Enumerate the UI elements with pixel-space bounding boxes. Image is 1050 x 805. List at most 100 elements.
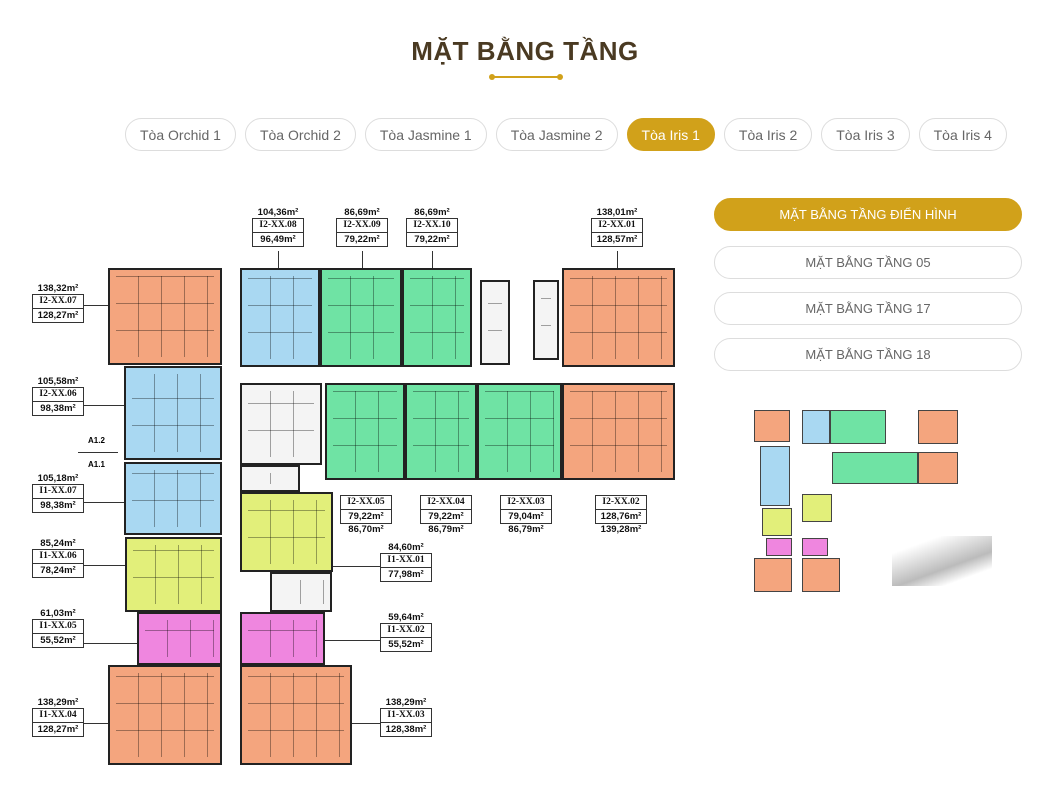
tab-iris-1[interactable]: Tòa Iris 1 — [626, 118, 715, 151]
floor-17-button[interactable]: MẶT BẰNG TẦNG 17 — [714, 292, 1022, 325]
net-area: 55,52m² — [380, 638, 432, 652]
elevators — [240, 465, 300, 492]
unit-code: I2-XX.10 — [406, 218, 458, 233]
gross-area: 86,70m² — [348, 524, 384, 535]
unit-code: I1-XX.07 — [32, 484, 84, 499]
unit-i2-08[interactable] — [240, 268, 320, 367]
leader-line — [278, 251, 279, 268]
gross-area: 61,03m² — [40, 608, 76, 619]
tab-iris-2[interactable]: Tòa Iris 2 — [723, 118, 813, 151]
net-area: 128,27m² — [32, 309, 84, 323]
tab-iris-4[interactable]: Tòa Iris 4 — [918, 118, 1007, 151]
leader-line — [84, 405, 124, 406]
unit-code: I2-XX.08 — [252, 218, 304, 233]
net-area: 128,76m² — [595, 510, 647, 524]
gross-area: 85,24m² — [40, 538, 76, 549]
page-title: MẶT BẰNG TẦNG — [411, 36, 639, 66]
leader-line — [84, 643, 137, 644]
net-area: 98,38m² — [32, 499, 84, 513]
unit-code: I1-XX.02 — [380, 623, 432, 638]
gross-area: 86,69m² — [344, 207, 380, 218]
leader-line — [333, 566, 380, 567]
net-area: 128,57m² — [591, 233, 643, 247]
unit-code: I2-XX.09 — [336, 218, 388, 233]
gross-area: 86,69m² — [414, 207, 450, 218]
tab-orchid-1[interactable]: Tòa Orchid 1 — [125, 118, 236, 151]
unit-code: I1-XX.01 — [380, 553, 432, 568]
unit-code: I1-XX.06 — [32, 549, 84, 564]
unit-i1-02[interactable] — [240, 612, 325, 665]
unit-i2-10[interactable] — [402, 268, 472, 367]
unit-i2-06[interactable] — [124, 366, 222, 460]
unit-code: I2-XX.07 — [32, 294, 84, 309]
gross-area: 138,32m² — [37, 283, 79, 294]
elevator-core — [480, 280, 510, 365]
leader-line — [84, 502, 124, 503]
floor-05-button[interactable]: MẶT BẰNG TẦNG 05 — [714, 246, 1022, 279]
title-divider — [489, 74, 563, 80]
net-area: 79,22m² — [420, 510, 472, 524]
unit-code: I1-XX.05 — [32, 619, 84, 634]
net-area: 79,22m² — [406, 233, 458, 247]
gross-area: 86,79m² — [428, 524, 464, 535]
tab-orchid-2[interactable]: Tòa Orchid 2 — [244, 118, 356, 151]
gross-area: 139,28m² — [600, 524, 642, 535]
leader-line — [84, 305, 108, 306]
stairwell-south — [270, 572, 332, 612]
unit-code: I2-XX.04 — [420, 495, 472, 510]
net-area: 79,04m² — [500, 510, 552, 524]
unit-i2-09[interactable] — [320, 268, 402, 367]
unit-i2-01[interactable] — [562, 268, 675, 367]
leader-line — [362, 251, 363, 268]
net-area: 79,22m² — [340, 510, 392, 524]
gross-area: 105,58m² — [37, 376, 79, 387]
unit-i2-04[interactable] — [405, 383, 477, 480]
net-area: 78,24m² — [32, 564, 84, 578]
gross-area: 138,29m² — [385, 697, 427, 708]
net-area: 128,38m² — [380, 723, 432, 737]
unit-i2-07[interactable] — [108, 268, 222, 365]
stairwell — [533, 280, 559, 360]
leader-line — [84, 565, 125, 566]
floor-typical-button[interactable]: MẶT BẰNG TẦNG ĐIỂN HÌNH — [714, 198, 1022, 231]
unit-i1-03[interactable] — [240, 665, 352, 765]
unit-i2-02[interactable] — [562, 383, 675, 480]
unit-code: I2-XX.02 — [595, 495, 647, 510]
building-tabs: Tòa Orchid 1 Tòa Orchid 2 Tòa Jasmine 1 … — [125, 118, 1007, 151]
gross-area: 104,36m² — [257, 207, 299, 218]
unit-i1-01[interactable] — [240, 492, 333, 572]
net-area: 77,98m² — [380, 568, 432, 582]
gross-area: 86,79m² — [508, 524, 544, 535]
unit-i2-05[interactable] — [325, 383, 405, 480]
leader-line — [352, 723, 380, 724]
net-area: 79,22m² — [336, 233, 388, 247]
tab-iris-3[interactable]: Tòa Iris 3 — [821, 118, 910, 151]
unit-i1-07[interactable] — [124, 462, 222, 535]
unit-i1-05[interactable] — [137, 612, 222, 665]
unit-i2-03[interactable] — [477, 383, 562, 480]
unit-i1-04[interactable] — [108, 665, 222, 765]
net-area: 98,38m² — [32, 402, 84, 416]
floor-18-button[interactable]: MẶT BẰNG TẦNG 18 — [714, 338, 1022, 371]
gross-area: 138,29m² — [37, 697, 79, 708]
unit-i1-06[interactable] — [125, 537, 222, 612]
tab-jasmine-2[interactable]: Tòa Jasmine 2 — [495, 118, 618, 151]
unit-code: I2-XX.03 — [500, 495, 552, 510]
gross-area: 84,60m² — [388, 542, 424, 553]
floor-plan-thumbnail[interactable] — [722, 386, 1002, 596]
tab-jasmine-1[interactable]: Tòa Jasmine 1 — [364, 118, 487, 151]
unit-code: I1-XX.03 — [380, 708, 432, 723]
